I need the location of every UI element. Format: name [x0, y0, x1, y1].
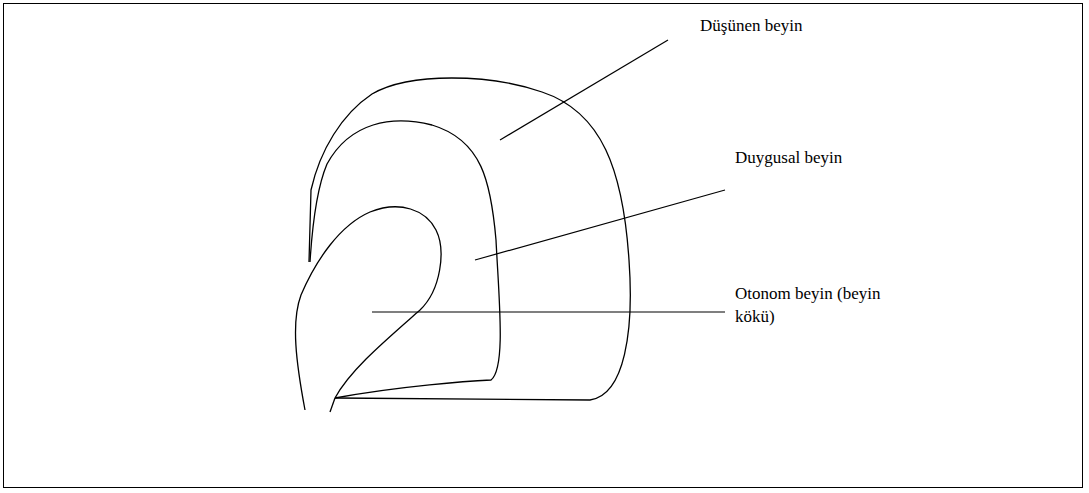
part-label: Duygusal beyin	[735, 146, 842, 169]
outer-brain-outline	[309, 78, 630, 400]
part-label: Otonom beyin (beyin kökü)	[735, 282, 895, 328]
part-label: Düşünen beyin	[700, 14, 802, 37]
inner-brain-outline	[295, 207, 440, 410]
middle-brain-outline	[310, 121, 500, 398]
brain-stem-line	[330, 398, 335, 412]
leader-line	[372, 311, 725, 312]
frame	[4, 4, 1083, 488]
leader-line	[500, 40, 668, 140]
leader-line	[475, 190, 725, 260]
